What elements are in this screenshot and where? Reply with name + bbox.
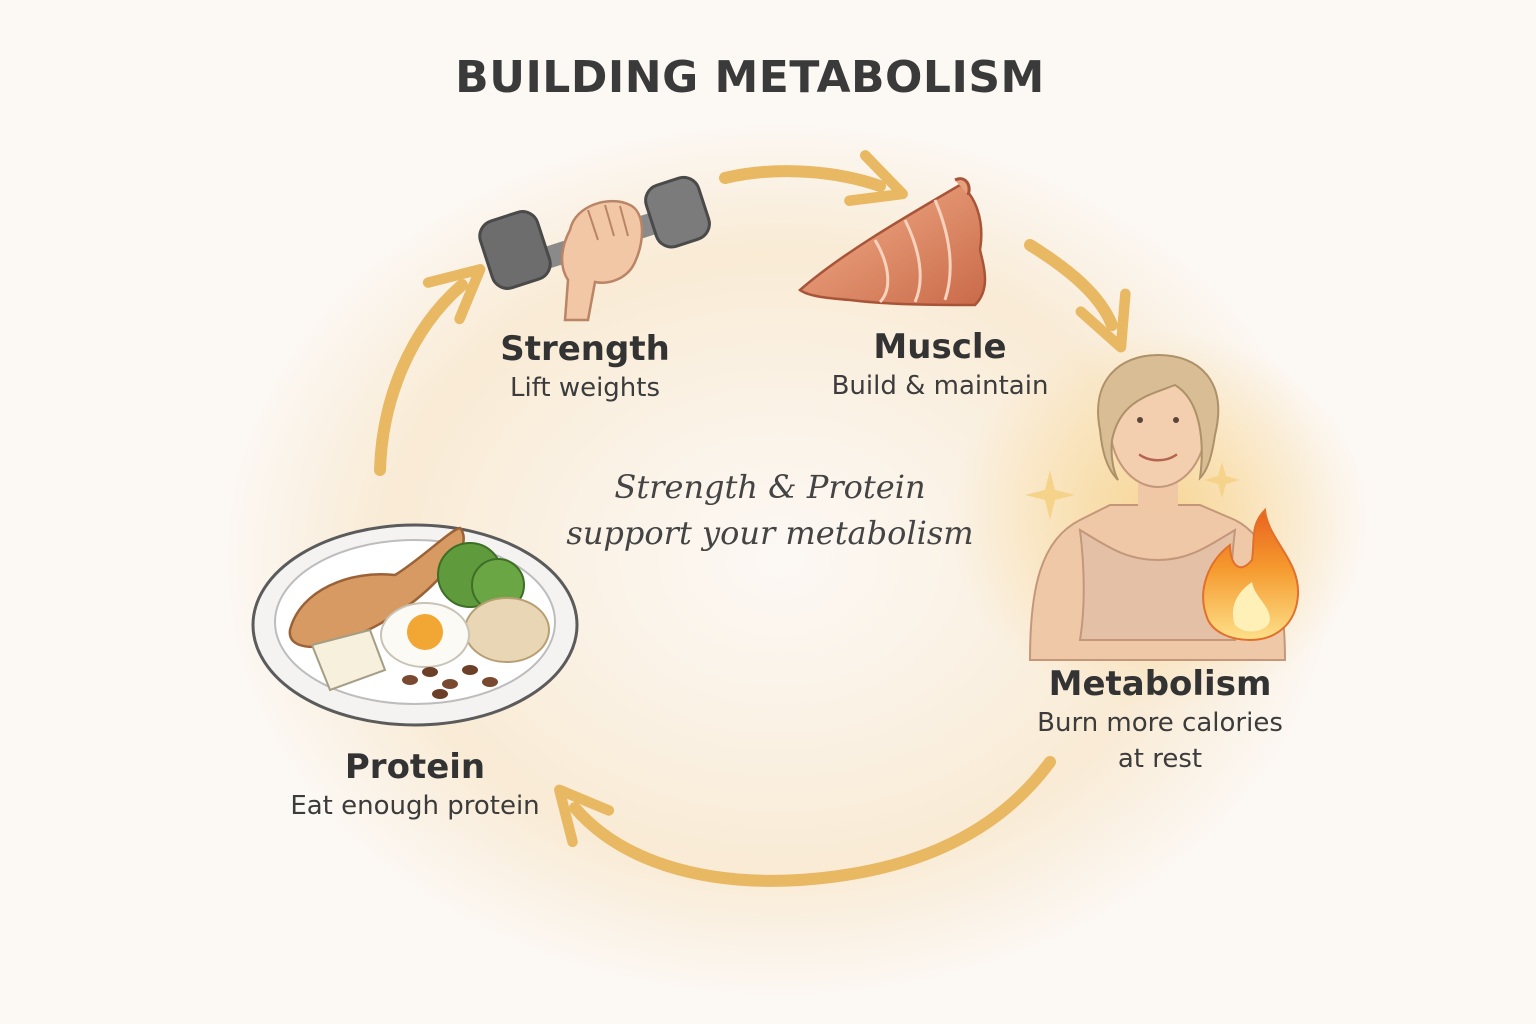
center-message-line2: support your metabolism xyxy=(566,514,974,552)
arrow-protein-to-strength xyxy=(374,264,486,476)
center-message-line1: Strength & Protein xyxy=(614,468,926,506)
node-strength: Strength Lift weights xyxy=(470,328,700,406)
node-protein-description: Eat enough protein xyxy=(290,791,540,821)
node-strength-name: Strength xyxy=(500,329,670,369)
woman-flame-icon xyxy=(950,330,1370,710)
node-strength-description: Lift weights xyxy=(509,373,661,403)
node-metabolism-description-line1: Burn more calories xyxy=(1037,708,1283,738)
background-wash xyxy=(220,120,1340,1000)
node-metabolism-description-line2: at rest xyxy=(1117,744,1203,774)
dumbbell-icon xyxy=(478,175,711,322)
center-message: Strength & Protein support your metaboli… xyxy=(520,464,1020,556)
node-protein: Protein Eat enough protein xyxy=(270,746,560,824)
protein-plate-icon xyxy=(251,523,579,727)
arrow-muscle-to-metabolism xyxy=(1024,239,1131,353)
node-protein-name: Protein xyxy=(344,747,486,787)
node-muscle: Muscle Build & maintain xyxy=(800,326,1080,404)
arrow-metabolism-to-protein xyxy=(554,756,1056,887)
node-metabolism: Metabolism Burn more calories at rest xyxy=(1010,663,1310,777)
muscle-icon xyxy=(798,177,987,307)
node-muscle-description: Build & maintain xyxy=(831,371,1049,401)
arrow-strength-to-muscle xyxy=(719,150,908,206)
diagram-title: BUILDING METABOLISM xyxy=(455,52,1045,103)
node-muscle-name: Muscle xyxy=(873,327,1007,367)
node-metabolism-name: Metabolism xyxy=(1048,664,1272,704)
